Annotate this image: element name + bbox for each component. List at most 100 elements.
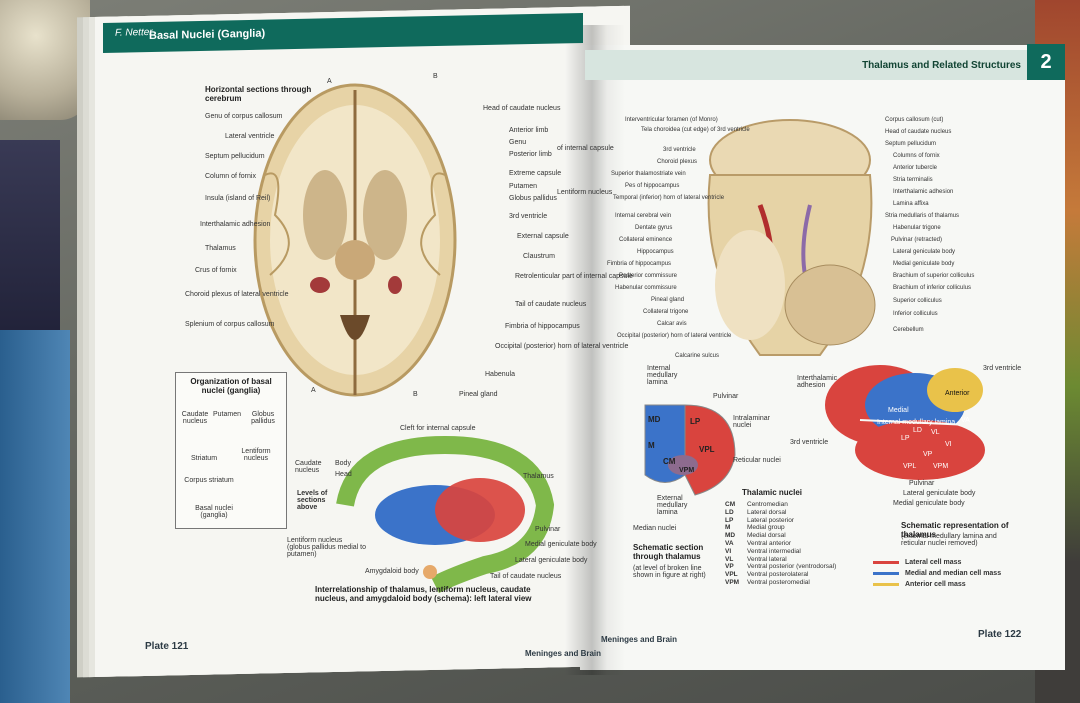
label: Corpus callosum (cut) (885, 117, 944, 123)
section-subcaption: (at level of broken line shown in figure… (633, 565, 706, 579)
label: Collateral eminence (619, 237, 673, 243)
label: Crus of fornix (195, 267, 237, 274)
label: Head of caudate nucleus (483, 105, 561, 112)
schema-tail: Tail of caudate nucleus (490, 573, 562, 580)
nucleus-name: Medial group (747, 524, 785, 532)
nucleus-name: Ventral intermedial (747, 547, 801, 555)
brain-horizontal-section (253, 83, 457, 397)
right-header-bar: Thalamus and Related Structures 2 (585, 44, 1065, 80)
schema-lgb: Lateral geniculate body (515, 557, 588, 564)
schema-cleft: Cleft for internal capsule (400, 425, 476, 432)
label: Calcarine sulcus (675, 353, 720, 359)
nucleus-abbr: VI (725, 547, 732, 555)
schema-mgb: Medial geniculate body (525, 541, 597, 548)
nucleus-name: Lateral dorsal (747, 508, 787, 516)
label: Fimbria of hippocampus (607, 261, 672, 267)
nucleus-name: Medial dorsal (747, 532, 786, 540)
label: Interthalamic adhesion (200, 221, 271, 228)
rep-adhesion: Interthalamic adhesion (797, 375, 838, 389)
fabric-background (0, 140, 60, 330)
label: Columns of fornix (893, 153, 940, 159)
rep-nucleus: VA (961, 417, 970, 424)
rep-mgb: Medial geniculate body (893, 500, 965, 507)
label: Globus pallidus (509, 195, 557, 202)
org-item: Globus pallidus (251, 411, 275, 425)
bracket-label: Lentiform nucleus (557, 189, 613, 196)
rep-third: 3rd ventricle (790, 439, 829, 446)
label: 3rd ventricle (509, 213, 548, 220)
nucleus-abbr: VP (725, 563, 734, 571)
legend-label: Anterior cell mass (905, 581, 966, 588)
label: Internal cerebral vein (615, 213, 672, 219)
label: 3rd ventricle (663, 147, 696, 153)
label: Superior thalamostriate vein (611, 171, 686, 177)
label: Brachium of superior colliculus (893, 273, 975, 279)
label: Stria terminalis (893, 177, 933, 183)
label: Insula (island of Reil) (205, 195, 271, 202)
thalamus-section (644, 404, 736, 496)
label: Habenula (485, 371, 515, 378)
label: Pineal gland (459, 391, 498, 398)
rep-nucleus: LP (901, 435, 910, 442)
nucleus-name: Ventral posterolateral (747, 571, 809, 579)
nucleus-name: Lateral posterior (747, 516, 794, 524)
org-item: Striatum (190, 455, 218, 462)
rep-nucleus: VP (923, 451, 933, 458)
label: Claustrum (523, 253, 555, 260)
rep-nucleus: VPL (903, 463, 917, 470)
label-external-lamina: External medullary lamina (657, 495, 688, 516)
legend-swatch (873, 571, 899, 575)
label: Extreme capsule (509, 170, 562, 177)
schema-pulvinar: Pulvinar (535, 526, 561, 533)
schema-thalamus: Thalamus (523, 473, 554, 480)
label: Lamina affixa (893, 201, 929, 207)
nuclei-title: Thalamic nuclei (742, 488, 803, 497)
left-plate-number: Plate 121 (145, 641, 189, 652)
schema-amygdaloid: Amygdaloid body (365, 568, 419, 575)
label: Head of caudate nucleus (885, 129, 952, 135)
marker-a-top: A (327, 78, 332, 85)
label: Choroid plexus (657, 159, 698, 165)
nucleus-abbr: VL (725, 555, 734, 563)
org-item: Corpus striatum (184, 477, 234, 484)
org-item: Lentiform nucleus (241, 448, 271, 462)
right-plate-number: Plate 122 (978, 629, 1022, 640)
label: Putamen (509, 183, 538, 190)
schema-lentiform: Lentiform nucleus (globus pallidus media… (287, 537, 366, 558)
legend-item: Anterior cell mass (873, 581, 1001, 592)
marker-b-bottom: B (413, 391, 418, 398)
org-title: Organization of basal nuclei (ganglia) (190, 377, 272, 395)
label-internal-lamina: Internal medullary lamina (647, 365, 678, 386)
rep-nucleus: VI (945, 441, 952, 448)
nucleus-vpl: VPL (699, 445, 715, 454)
label: Anterior limb (509, 127, 549, 134)
blue-book-spine (0, 330, 70, 703)
nucleus-abbr: CM (725, 501, 736, 508)
label: Tail of caudate nucleus (515, 301, 587, 308)
label: Thalamus (205, 245, 236, 252)
legend-swatch (873, 560, 899, 564)
label: Anterior tubercle (893, 165, 938, 171)
label: Habenular trigone (893, 225, 941, 231)
organization-box: Organization of basal nuclei (ganglia) C… (175, 372, 287, 529)
label-reticular: Reticular nuclei (733, 457, 781, 464)
label: Splenium of corpus callosum (185, 321, 275, 328)
legend-item: Medial and median cell mass (873, 570, 1001, 581)
nucleus-row: CM Centromedian (725, 501, 875, 509)
nucleus-name: Ventral anterior (747, 539, 792, 547)
book-gutter (565, 25, 625, 675)
label: Stria medullaris of thalamus (885, 213, 960, 219)
nucleus-name: Centromedian (747, 501, 788, 508)
label-intralaminar: Intralaminar nuclei (733, 415, 770, 429)
right-header-title: Thalamus and Related Structures (862, 60, 1021, 71)
open-atlas-book: F. Netter Basal Nuclei (Ganglia) Thalamu… (45, 5, 1075, 685)
marker-b-top: B (433, 73, 438, 80)
nucleus-md: MD (648, 415, 661, 424)
label: Septum pellucidum (885, 141, 937, 147)
